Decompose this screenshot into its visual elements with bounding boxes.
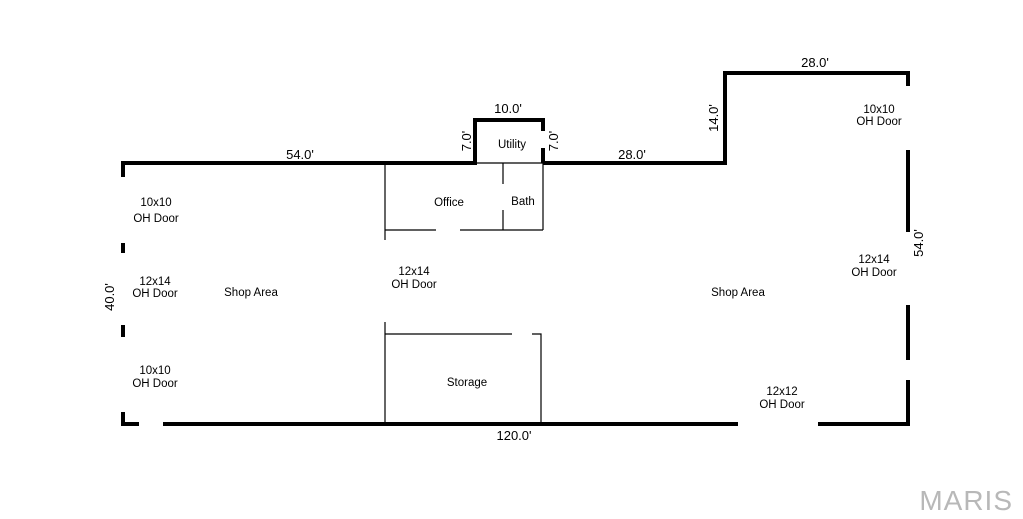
room-office: Office: [434, 197, 464, 209]
door-bottom-right-type: OH Door: [759, 399, 805, 411]
door-right-middle-type: OH Door: [851, 267, 897, 279]
door-right-middle-size: 12x14: [858, 254, 890, 266]
dim-left-side: 40.0': [102, 283, 117, 311]
wall-top-middle: [543, 71, 910, 165]
door-right-top-type: OH Door: [856, 116, 902, 128]
room-shop-area-left: Shop Area: [224, 287, 278, 299]
dim-utility-top: 10.0': [494, 101, 522, 116]
wall-right-bottom: [818, 380, 910, 426]
door-left-bottom-size: 10x10: [139, 365, 170, 377]
door-center-type: OH Door: [391, 279, 437, 291]
dim-top-right: 28.0': [801, 55, 829, 70]
dimension-labels: 54.0' 10.0' 7.0' 7.0' 28.0' 14.0' 28.0' …: [102, 55, 926, 443]
door-left-top-size: 10x10: [140, 197, 171, 209]
room-labels: Utility Office Bath Storage Shop Area Sh…: [224, 139, 765, 389]
wall-bottom-left: [121, 412, 139, 426]
door-left-top-type: OH Door: [133, 213, 179, 225]
storage-right-wall: [532, 333, 542, 424]
dim-step-up: 14.0': [706, 104, 721, 132]
door-left-bottom-type: OH Door: [132, 378, 178, 390]
room-utility: Utility: [498, 139, 526, 151]
door-labels: 10x10 OH Door 12x14 OH Door 10x10 OH Doo…: [132, 104, 902, 411]
door-right-top-size: 10x10: [863, 104, 894, 116]
dim-bottom: 120.0': [496, 428, 531, 443]
door-center-size: 12x14: [398, 266, 430, 278]
dim-utility-right: 7.0': [546, 131, 561, 152]
room-shop-area-right: Shop Area: [711, 287, 765, 299]
interior-walls: [384, 162, 544, 424]
maris-watermark: MARIS: [919, 485, 1013, 516]
dim-right-side: 54.0': [911, 229, 926, 257]
door-left-middle-size: 12x14: [139, 276, 171, 288]
dim-top-left: 54.0': [286, 147, 314, 162]
door-left-middle-type: OH Door: [132, 288, 178, 300]
door-bottom-right-size: 12x12: [766, 386, 797, 398]
wall-top-left: [121, 118, 545, 177]
room-bath: Bath: [511, 196, 535, 208]
room-storage: Storage: [447, 377, 487, 389]
dim-utility-left: 7.0': [459, 131, 474, 152]
dim-top-middle: 28.0': [618, 147, 646, 162]
exterior-walls: [121, 71, 910, 426]
